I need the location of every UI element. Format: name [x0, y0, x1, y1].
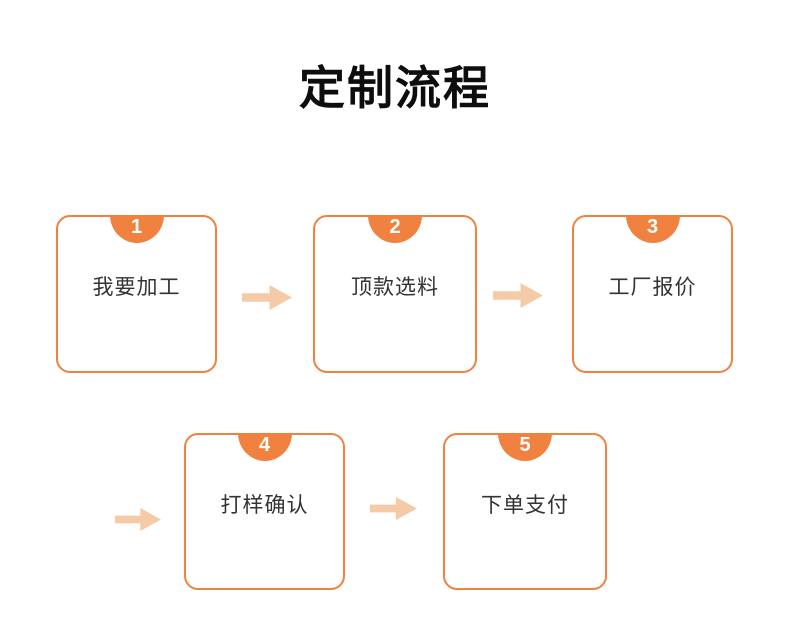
arrow-right-icon	[370, 497, 417, 520]
step-label: 工厂报价	[608, 276, 697, 299]
step-label: 打样确认	[220, 493, 309, 517]
step-number-badge: 5	[498, 433, 552, 461]
step-label: 我要加工	[92, 276, 181, 299]
step-number: 1	[130, 216, 143, 238]
step-card-3: 3 工厂报价	[572, 215, 733, 373]
step-card-1: 1 我要加工	[56, 215, 217, 373]
step-number: 2	[389, 216, 401, 238]
step-number: 3	[646, 216, 659, 238]
arrow-right-icon	[242, 285, 292, 310]
step-label: 顶款选料	[351, 276, 439, 299]
step-number-badge: 1	[109, 215, 164, 243]
step-number: 4	[258, 434, 271, 456]
step-number-badge: 3	[625, 215, 680, 243]
step-card-4: 4 打样确认	[184, 433, 345, 590]
step-label: 下单支付	[481, 493, 569, 517]
arrow-right-icon	[115, 508, 161, 531]
page-title: 定制流程	[299, 62, 491, 114]
arrow-right-icon	[493, 283, 543, 308]
step-number: 5	[519, 434, 531, 456]
step-card-2: 2 顶款选料	[313, 215, 477, 373]
step-number-badge: 4	[237, 433, 292, 461]
step-card-5: 5 下单支付	[443, 433, 607, 590]
step-number-badge: 2	[368, 215, 422, 243]
